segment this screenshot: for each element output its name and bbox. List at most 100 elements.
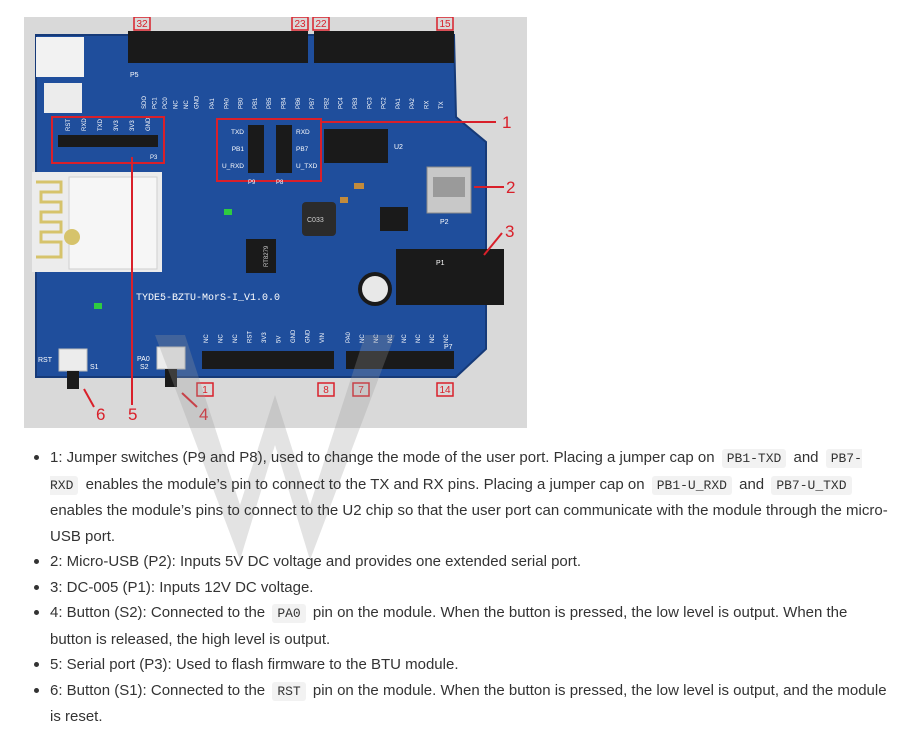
bottom-pin-label: NC	[360, 334, 366, 343]
note-text: 5: Serial port (P3): Used to flash firmw…	[50, 656, 459, 673]
top-pin-label: PB5	[267, 97, 273, 109]
serial-port-header	[58, 135, 158, 147]
bottom-pin-label: 3V3	[262, 332, 268, 343]
note-item: 3: DC-005 (P1): Inputs 12V DC voltage.	[30, 575, 890, 601]
serial-pin-label: 3V3	[130, 120, 136, 131]
antenna-pad	[64, 229, 80, 245]
note-item: 4: Button (S2): Connected to the PA0 pin…	[30, 600, 890, 652]
callout-lines	[83, 121, 504, 408]
top-header-left	[128, 31, 308, 63]
top-pin-label: RX	[425, 101, 431, 109]
top-pin-label: PA2	[410, 97, 416, 109]
bottom-header-right	[346, 351, 454, 369]
pin-marker-number: 1	[202, 385, 208, 396]
capacitor-top	[362, 276, 388, 302]
pa0-button-s2	[156, 346, 186, 370]
jumper-p8-header	[276, 125, 292, 173]
top-header-label: P5	[130, 72, 139, 79]
inline-code: PA0	[272, 604, 306, 623]
bottom-pin-label: GND	[306, 329, 312, 343]
pin-marker-box	[352, 382, 370, 397]
bottom-header-label: P7	[444, 344, 453, 351]
bottom-pin-label: NC	[233, 334, 239, 343]
component-notes-list: 1: Jumper switches (P9 and P8), used to …	[30, 445, 890, 730]
top-pin-label: PB0	[239, 97, 245, 109]
pin-marker-number: 14	[439, 385, 451, 396]
callout-number: 3	[505, 222, 514, 241]
top-pin-label: PB4	[282, 97, 288, 109]
top-pin-label: PC3	[367, 97, 373, 109]
jumper-pin-label: TXD	[231, 129, 244, 136]
top-pin-label: NC	[174, 100, 180, 109]
dc-jack-p1	[396, 249, 504, 305]
bottom-pin-label: NC	[374, 334, 380, 343]
s2-label: S2	[140, 364, 149, 371]
jumper-highlight	[216, 118, 322, 182]
callout-number: 1	[502, 113, 511, 132]
top-pin-label: PB7	[310, 97, 316, 109]
bottom-pin-label: NC	[402, 334, 408, 343]
top-pin-label: PC0	[163, 97, 169, 109]
inline-code: RST	[272, 681, 306, 701]
antenna-trace	[36, 180, 63, 259]
serial-pin-label: RST	[66, 119, 72, 131]
pin-marker-box	[133, 17, 151, 31]
jumper-pin-label: U_TXD	[296, 163, 318, 170]
micro-usb-port	[433, 177, 465, 197]
resistor-c10	[354, 183, 364, 189]
callout-line-3	[483, 232, 503, 256]
pin-marker-number: 15	[439, 19, 451, 30]
reset-button-s1	[58, 348, 88, 372]
resistor-r1	[340, 197, 348, 203]
jumper-p8-label: P8	[276, 180, 284, 186]
note-text: 6: Button (S1): Connected to the	[50, 681, 270, 699]
jumper-pin-label: U_RXD	[222, 163, 244, 170]
bottom-pin-label: GND	[291, 329, 297, 343]
top-pin-label: TX	[439, 101, 445, 109]
bottom-pin-label: NC	[416, 334, 422, 343]
note-text: 2: Micro-USB (P2): Inputs 5V DC voltage …	[50, 553, 582, 570]
pin-marker-box	[312, 17, 330, 31]
u2-label: U2	[394, 144, 403, 151]
bottom-pin-label: RST	[248, 331, 254, 343]
bt-module-shield	[68, 176, 158, 270]
top-pin-label: PA0	[224, 97, 230, 109]
pin-marker-number: 32	[136, 19, 148, 30]
pin-marker-box	[436, 17, 454, 31]
top-pin-label: PB2	[324, 97, 330, 109]
rst-label: RST	[38, 357, 53, 364]
jumper-p9-header	[248, 125, 264, 173]
regulator-ic	[246, 239, 276, 273]
bottom-pin-label: 5V	[277, 336, 283, 343]
top-pin-label: PB3	[353, 97, 359, 109]
bottom-pin-label: VIN	[320, 333, 326, 343]
diode	[380, 207, 408, 231]
top-header-right	[314, 31, 454, 63]
pin-marker-box	[196, 382, 214, 397]
inline-code: PB1-TXD	[721, 449, 787, 468]
note-item: 6: Button (S1): Connected to the RST pin…	[30, 678, 890, 730]
regulator-text: RT8279	[264, 245, 270, 267]
bottom-pin-label: NC	[388, 334, 394, 343]
u2-chip	[324, 129, 388, 163]
pa0-button-cap	[165, 369, 177, 387]
pin-marker-box	[436, 382, 454, 397]
jumper-pin-label: PB7	[296, 146, 309, 153]
callout-line-4	[181, 392, 198, 408]
callout-number: 4	[199, 405, 208, 424]
top-pin-label: PA1	[396, 97, 402, 109]
jumper-p9-label: P9	[248, 180, 256, 186]
connector-white-small	[44, 83, 82, 113]
callout-number: 5	[128, 405, 137, 424]
inline-code: PB1-U_RXD	[651, 475, 732, 495]
jumper-pin-label: PB1	[232, 146, 245, 153]
top-pin-label: PB6	[296, 97, 302, 109]
top-pin-label: PC4	[339, 97, 345, 109]
note-text: and	[734, 475, 769, 493]
note-text: and	[789, 449, 823, 466]
